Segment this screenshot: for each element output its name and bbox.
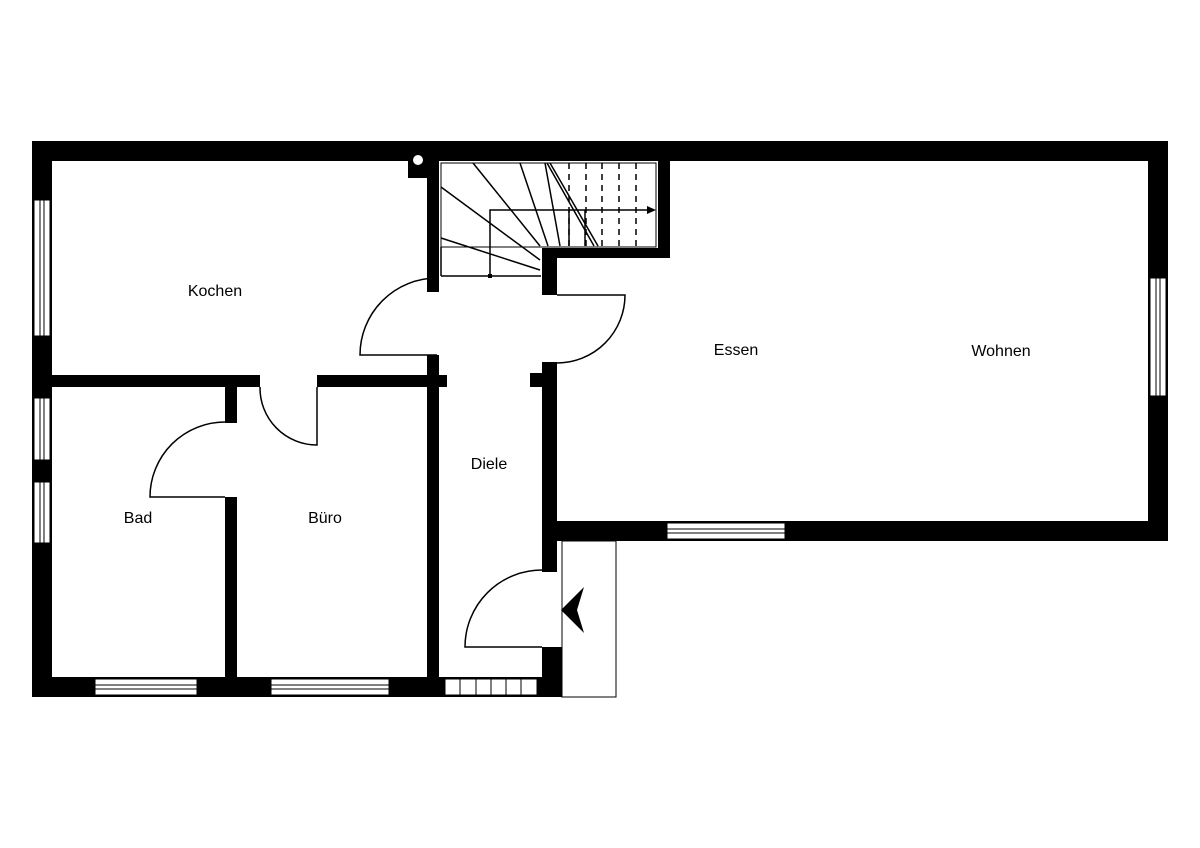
door-dining[interactable] — [556, 294, 626, 364]
wall-entry — [542, 647, 562, 697]
wall-bottom-right — [542, 521, 1168, 541]
doors — [149, 277, 626, 648]
window-left-kitchen — [33, 199, 51, 337]
window-bottom-office — [270, 678, 390, 696]
label-bath: Bad — [124, 510, 152, 527]
door-bath[interactable] — [149, 421, 226, 498]
label-office: Büro — [308, 510, 342, 527]
door-kitchen[interactable] — [359, 277, 438, 356]
door-entry[interactable] — [464, 569, 543, 648]
label-kitchen: Kochen — [188, 283, 242, 300]
walls — [32, 141, 1168, 697]
wall-kitchen-office — [317, 375, 447, 387]
windows — [33, 199, 1167, 696]
wall-stair-left — [427, 161, 439, 292]
glass-blocks-hall — [444, 678, 538, 696]
stair-walking-line — [489, 209, 648, 276]
wall-top — [32, 141, 1168, 161]
label-living: Wohnen — [971, 343, 1030, 360]
window-bottom-bath — [94, 678, 198, 696]
window-left-bath-1 — [33, 397, 51, 461]
window-left-bath-2 — [33, 481, 51, 544]
wall-hall-right — [542, 362, 557, 572]
entrance-porch — [561, 540, 617, 698]
wall-stair-corner — [542, 248, 557, 295]
label-dining: Essen — [714, 342, 758, 359]
door-office[interactable] — [259, 386, 318, 446]
window-right-living — [1149, 277, 1167, 397]
entrance-arrow-icon — [561, 587, 584, 633]
wall-kitchen-bath — [52, 375, 260, 387]
chimney-icon — [413, 155, 423, 165]
wall-stair-right — [658, 161, 670, 258]
wall-hall-stub — [530, 373, 557, 387]
stair-start-dot — [488, 274, 492, 278]
label-hall: Diele — [471, 456, 508, 473]
wall-stair-bottom — [542, 248, 670, 258]
room-labels: Kochen Essen Wohnen Diele Bad Büro — [124, 283, 1031, 527]
wall-hall-left — [427, 355, 439, 677]
stair-direction-arrow-icon — [647, 206, 656, 214]
wall-bath-office-lower — [225, 497, 237, 677]
window-bottom-dining — [666, 522, 786, 540]
wall-bath-office-upper — [225, 387, 237, 423]
chimney — [408, 161, 428, 178]
